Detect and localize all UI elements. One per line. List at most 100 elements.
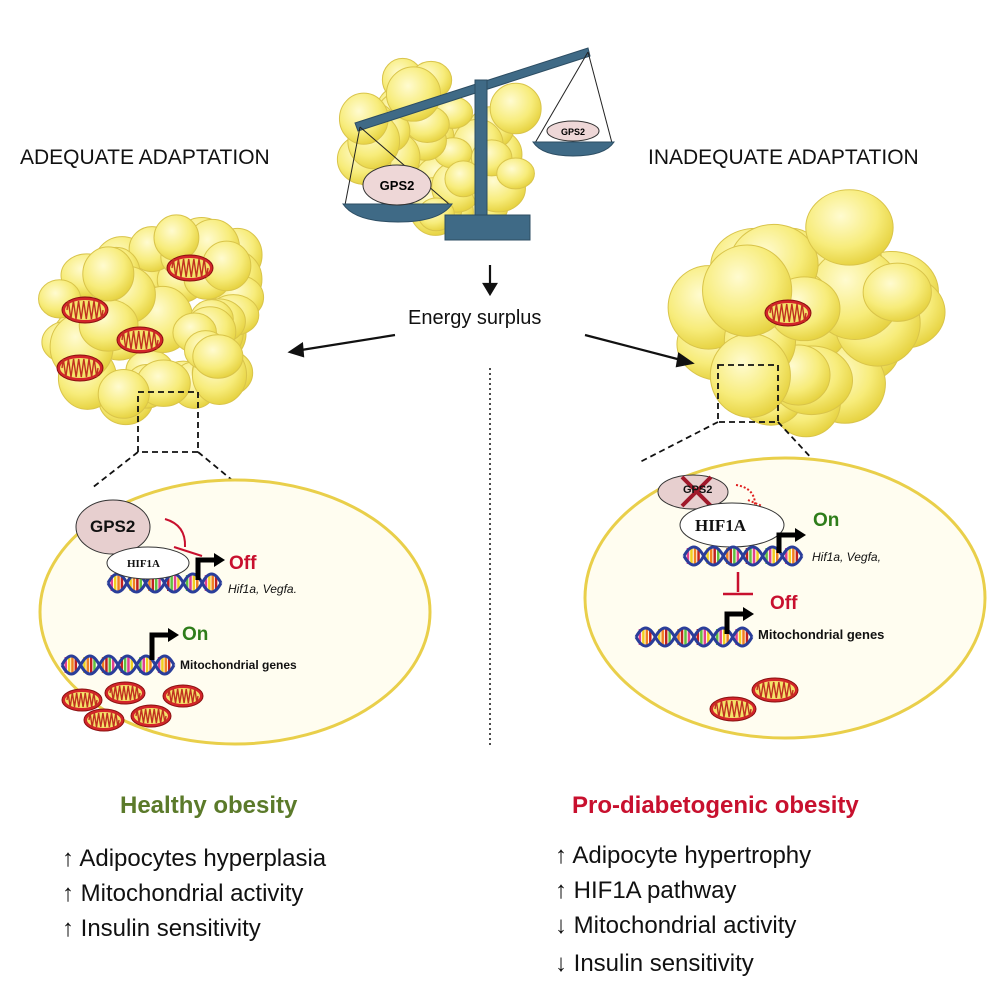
strand	[116, 654, 138, 666]
strand	[116, 664, 138, 676]
effect-item: ↑ Adipocyte hypertrophy	[555, 842, 812, 869]
fat-cell	[192, 334, 244, 379]
mitochondrion-icon	[104, 681, 146, 705]
mitochondrion-icon	[162, 684, 204, 708]
strand	[135, 654, 157, 666]
strand	[673, 626, 696, 638]
dna-helix-icon	[60, 654, 176, 676]
strand	[182, 572, 204, 584]
mitochondrion-icon	[61, 296, 109, 324]
mito-cristae	[88, 712, 120, 728]
dna-helix-icon	[682, 545, 804, 567]
strand	[673, 636, 696, 648]
effect-item: ↑ HIF1A pathway	[555, 877, 737, 904]
state-off-label: Off	[229, 553, 257, 574]
mitochondrion-icon	[709, 696, 757, 722]
gps2-label: GPS2	[380, 178, 415, 193]
target-genes-label: Hif1a, Vegfa.	[228, 582, 297, 596]
mitochondrion-icon	[764, 299, 812, 327]
mitochondrion-icon	[116, 326, 164, 354]
energy-surplus-label: Energy surplus	[408, 307, 542, 329]
state-on-label: On	[813, 510, 840, 531]
strand	[98, 664, 120, 676]
mito-cristae	[61, 358, 99, 378]
fat-cell	[862, 262, 932, 322]
mito-cristae	[756, 681, 794, 699]
strand	[731, 636, 754, 648]
healthy-obesity-title: Healthy obesity	[120, 792, 298, 819]
strand	[741, 545, 764, 557]
hif1a-protein	[106, 546, 190, 580]
mito-cristae	[135, 708, 167, 724]
transcription-arrow-icon	[776, 532, 797, 553]
strand	[98, 654, 120, 666]
mito-cristae	[714, 700, 752, 718]
gps2-protein-deleted	[657, 474, 729, 510]
mitochondrion-icon	[166, 254, 214, 282]
deletion-cross-icon	[680, 475, 713, 508]
strand	[200, 582, 223, 594]
transcription-arrow-icon	[149, 632, 170, 660]
arrow-head	[214, 553, 225, 567]
arrow-head	[743, 607, 754, 621]
strand	[682, 555, 705, 567]
strand	[702, 555, 725, 567]
strand	[144, 582, 166, 594]
strand	[741, 555, 764, 567]
mitochondrion-icon	[130, 704, 172, 728]
strand	[106, 582, 129, 594]
effect-item: ↑ Mitochondrial activity	[62, 880, 304, 907]
state-on-label: On	[182, 624, 209, 645]
strand	[163, 582, 185, 594]
gps2-deleted-label: GPS2	[683, 484, 713, 496]
zoom-indicators	[91, 364, 816, 489]
inhibition-icon	[723, 572, 753, 596]
strand	[125, 582, 147, 594]
effect-item: ↑ Adipocytes hyperplasia	[62, 845, 327, 872]
fat-cell-cluster	[667, 189, 946, 438]
mito-cristae	[109, 685, 141, 701]
strand	[154, 654, 176, 666]
gps2-protein	[75, 499, 151, 555]
strand	[761, 555, 784, 567]
hif1a-protein-label: HIF1A	[695, 516, 746, 535]
mitochondrion-icon	[83, 708, 125, 732]
prodiabetogenic-obesity-title: Pro-diabetogenic obesity	[572, 792, 859, 819]
dna-helix-icon	[106, 572, 223, 594]
strand	[154, 664, 176, 676]
strand	[654, 636, 676, 648]
balance-scale-icon	[342, 47, 615, 241]
strand	[702, 545, 725, 557]
strand	[200, 572, 223, 584]
gps2-label: GPS2	[561, 127, 585, 137]
mito-cristae	[167, 688, 199, 704]
strand	[79, 664, 101, 676]
strand	[712, 636, 734, 648]
heading-inadequate: INADEQUATE ADAPTATION	[648, 146, 919, 169]
lost-inhibition-icon	[735, 484, 763, 507]
mito-cristae	[769, 303, 807, 323]
strand	[692, 636, 715, 648]
strand	[781, 555, 804, 567]
strand	[654, 626, 676, 638]
strand	[712, 626, 734, 638]
inhibition-icon	[164, 518, 187, 548]
strand	[182, 582, 204, 594]
strand	[731, 626, 754, 638]
inhibition-bar	[173, 546, 203, 557]
strand	[634, 636, 657, 648]
transcription-arrow-icon	[195, 557, 216, 580]
mito-cristae	[171, 258, 209, 278]
heading-adequate: ADEQUATE ADAPTATION	[20, 146, 270, 169]
fat-cell	[805, 189, 894, 266]
hif1a-protein-label: HIF1A	[127, 558, 160, 570]
gps2-protein-label: GPS2	[90, 517, 136, 536]
strand	[761, 545, 784, 557]
mito-cristae	[66, 692, 98, 708]
flow-arrows	[287, 265, 695, 745]
effect-item: ↓ Insulin sensitivity	[555, 950, 754, 977]
strand	[60, 654, 82, 666]
state-off-label: Off	[770, 593, 798, 614]
